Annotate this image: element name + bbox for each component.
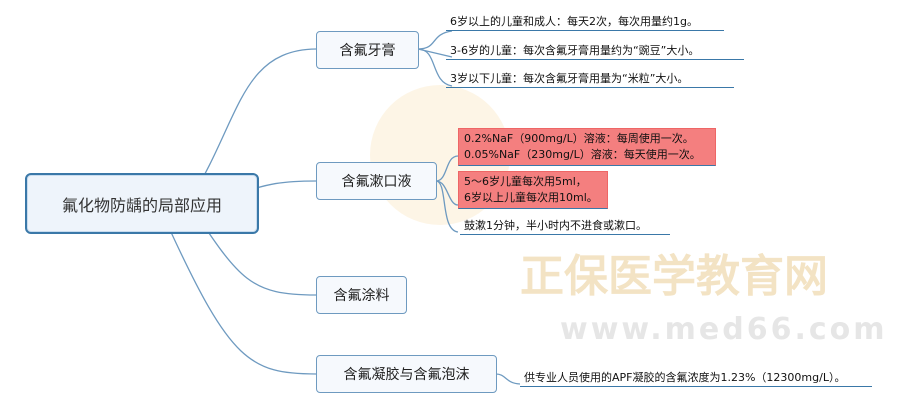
watermark-brand: 正保医学教育网: [520, 251, 828, 302]
leaf-gel-concentration: 供专业人员使用的APF凝胶的含氟浓度为1.23%（12300mg/L）。: [520, 368, 872, 387]
leaf-mouthwash-concentration: 0.2%NaF（900mg/L）溶液：每周使用一次。 0.05%NaF（230m…: [458, 128, 716, 166]
branch-varnish[interactable]: 含氟涂料: [316, 276, 407, 314]
leaf-mouthwash-dose: 5～6岁儿童每次用5ml， 6岁以上儿童每次用10ml。: [458, 171, 608, 209]
leaf-toothpaste-3-6: 3-6岁的儿童：每次含氟牙膏用量约为“豌豆”大小。: [446, 41, 744, 60]
leaf-line: 0.05%NaF（230mg/L）溶液：每天使用一次。: [464, 148, 701, 161]
branch-gel-foam[interactable]: 含氟凝胶与含氟泡沫: [316, 355, 497, 393]
leaf-mouthwash-usage: 鼓漱1分钟，半小时内不进食或漱口。: [460, 216, 670, 235]
leaf-toothpaste-adult: 6岁以上的儿童和成人：每天2次，每次用量约1g。: [446, 12, 724, 31]
leaf-line: 6岁以上儿童每次用10ml。: [464, 191, 598, 204]
branch-toothpaste[interactable]: 含氟牙膏: [316, 31, 419, 69]
leaf-toothpaste-under3: 3岁以下儿童：每次含氟牙膏用量为“米粒”大小。: [446, 69, 734, 88]
leaf-line: 5～6岁儿童每次用5ml，: [464, 175, 587, 188]
branch-mouthwash[interactable]: 含氟漱口液: [316, 162, 437, 200]
leaf-line: 0.2%NaF（900mg/L）溶液：每周使用一次。: [464, 132, 694, 145]
root-node[interactable]: 氟化物防龋的局部应用: [25, 173, 259, 234]
watermark-url: www.med66.com: [560, 312, 888, 347]
